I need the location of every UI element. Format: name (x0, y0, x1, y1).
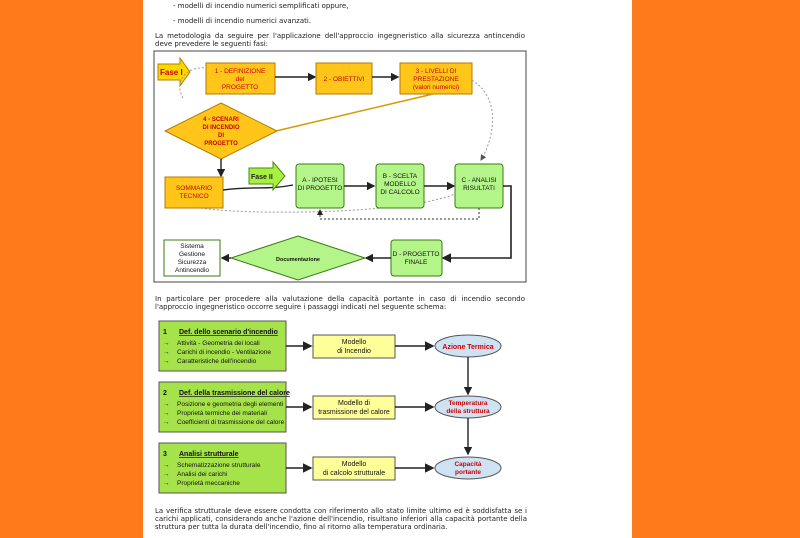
phase-1-label: Fase I (160, 68, 183, 77)
phase-1-arrow (157, 56, 191, 88)
verification-diagram: 1 Def. dello scenario d'incendio → Attiv… (158, 320, 502, 494)
svg-text:Attività - Geometria dei local: Attività - Geometria dei locali (177, 340, 260, 347)
svg-text:Proprietà termiche dei materia: Proprietà termiche dei materiali (177, 410, 267, 417)
box-definizione (205, 62, 276, 95)
svg-text:Schematizzazione strutturale: Schematizzazione strutturale (177, 462, 261, 469)
svg-text:Def. dello scenario d'incendio: Def. dello scenario d'incendio (179, 329, 278, 336)
page: - modelli di incendio numerici semplific… (143, 0, 632, 538)
svg-text:→: → (163, 480, 170, 487)
list-item: - modelli di incendio numerici avanzati. (173, 17, 312, 25)
svg-text:Def. della trasmissione del ca: Def. della trasmissione del calore (179, 390, 290, 397)
box-obiettivi (315, 62, 373, 95)
svg-text:1: 1 (163, 329, 167, 336)
box-sommario (164, 176, 224, 209)
list-item: - modelli di incendio numerici semplific… (173, 2, 349, 10)
svg-text:→: → (163, 358, 170, 365)
svg-text:→: → (163, 471, 170, 478)
svg-text:Proprietà meccaniche: Proprietà meccaniche (177, 480, 240, 487)
svg-text:→: → (163, 462, 170, 469)
paragraph-capacity: In particolare per procedere alla valuta… (155, 295, 525, 311)
phase-2-arrow (248, 160, 286, 192)
box-progetto-finale (390, 239, 443, 277)
paragraph-methodology: La metodologia da seguire per l'applicaz… (155, 32, 525, 48)
svg-text:→: → (163, 401, 170, 408)
svg-text:Posizione e geometria degli el: Posizione e geometria degli elementi (177, 401, 283, 408)
paragraph-verification: La verifica strutturale deve essere cond… (155, 507, 527, 531)
diamond-documentazione (229, 235, 367, 281)
svg-text:Azione Termica: Azione Termica (442, 344, 493, 351)
svg-text:→: → (163, 419, 170, 426)
svg-text:3: 3 (163, 451, 167, 458)
svg-text:Analisi strutturale: Analisi strutturale (179, 451, 239, 458)
step-box (158, 442, 287, 494)
svg-text:2: 2 (163, 390, 167, 397)
phase-2-label: Fase II (251, 174, 273, 181)
svg-text:Analisi dei carichi: Analisi dei carichi (177, 471, 227, 478)
svg-text:→: → (163, 340, 170, 347)
svg-text:→: → (163, 410, 170, 417)
svg-text:Coefficienti di trasmissione d: Coefficienti di trasmissione del calore (177, 419, 285, 426)
step-box (158, 320, 287, 372)
result-ellipse (434, 456, 502, 480)
box-sistema-gestione (163, 239, 221, 277)
svg-text:Documentazione: Documentazione (276, 257, 320, 263)
svg-text:→: → (163, 349, 170, 356)
box-livelli (399, 62, 473, 95)
svg-text:Carichi di incendio - Ventilaz: Carichi di incendio - Ventilazione (177, 349, 271, 356)
svg-text:2 - OBIETTIVI: 2 - OBIETTIVI (324, 76, 365, 83)
svg-text:Caratteristiche dell'incendio: Caratteristiche dell'incendio (177, 358, 257, 365)
